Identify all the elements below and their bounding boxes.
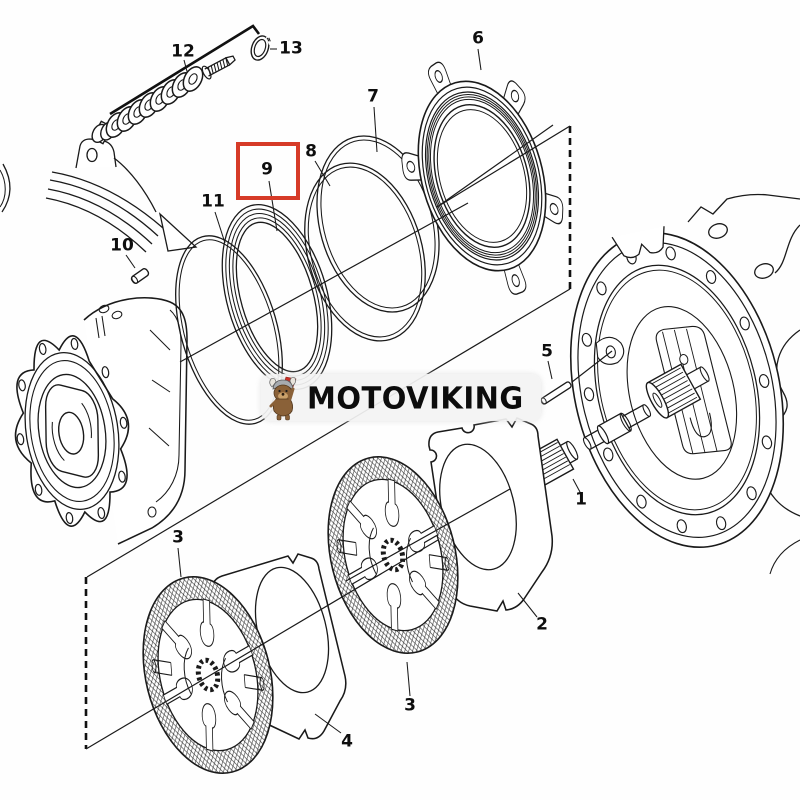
lower-axis-lines xyxy=(85,488,511,750)
part-label-3-left: 3 xyxy=(172,527,184,548)
watermark-text: MOTOVIKING xyxy=(307,379,524,416)
part-label-4: 4 xyxy=(341,731,353,752)
carrier-housing-arcs xyxy=(0,138,198,253)
part-4-plate xyxy=(211,553,347,740)
part-12-shim-stack xyxy=(91,24,261,145)
part-label-8: 8 xyxy=(305,141,317,162)
part-5-pin xyxy=(540,350,613,405)
part-label-1: 1 xyxy=(575,489,587,510)
part-3-friction-disc-left xyxy=(124,563,293,787)
part-12-bolt xyxy=(201,55,236,80)
part-8-ring xyxy=(304,162,426,342)
part-label-12: 12 xyxy=(171,41,195,62)
part-label-6: 6 xyxy=(472,28,484,49)
highlight-box-part-9 xyxy=(236,142,300,200)
part-9-ring-gear xyxy=(221,203,333,391)
watermark: MOTOVIKING xyxy=(261,374,541,421)
part-label-10: 10 xyxy=(110,235,134,256)
part-11-ring xyxy=(175,235,283,425)
wheel-hub xyxy=(1,329,143,532)
boundary-and-axis-lines xyxy=(84,124,572,749)
part-label-9: 9 xyxy=(261,159,273,180)
part-label-5: 5 xyxy=(541,341,553,362)
part-13-snap-ring xyxy=(250,35,277,61)
part-label-11: 11 xyxy=(201,191,225,212)
part-label-2: 2 xyxy=(536,614,548,635)
part-10-pin xyxy=(125,254,150,284)
part-6-cover xyxy=(400,58,564,297)
part-label-7: 7 xyxy=(367,86,379,107)
part-label-13: 13 xyxy=(279,38,303,59)
motoviking-mascot-icon xyxy=(269,376,297,420)
part-label-3-right: 3 xyxy=(404,695,416,716)
